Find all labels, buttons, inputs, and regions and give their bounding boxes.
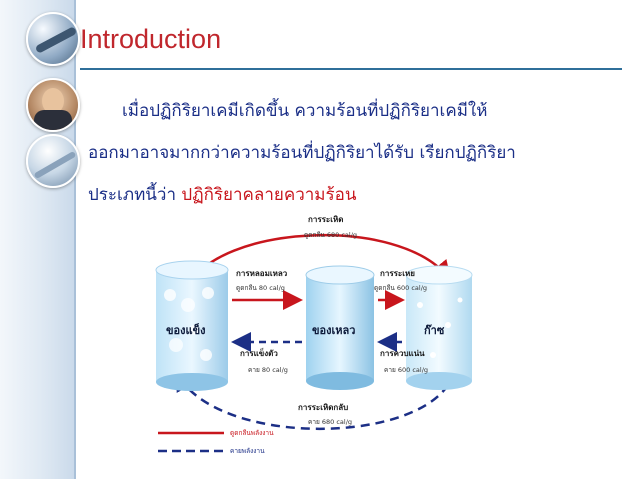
paragraph-line-3-prefix: ประเภทนี้ว่า: [88, 185, 182, 205]
paragraph-line-3: ประเภทนี้ว่า ปฏิกิริยาคลายความร้อน: [88, 174, 618, 216]
sublimation-energy: ดูดกลืน 680 cal/g: [304, 231, 358, 239]
legend-release-text: คายพลังงาน: [230, 447, 265, 455]
liquid-cylinder: [305, 265, 375, 390]
pen-photo-icon-2: [26, 134, 80, 188]
paragraph-line-1: เมื่อปฏิกิริยาเคมีเกิดขึ้น ความร้อนที่ปฏ…: [122, 101, 488, 121]
gas-state-label: ก๊าซ: [424, 324, 445, 337]
phase-change-diagram: การระเหิด ดูดกลืน 680 cal/g การหลอมเหลว …: [148, 205, 478, 463]
exothermic-reaction-term: ปฏิกิริยาคลายความร้อน: [181, 185, 357, 205]
deposition-energy: คาย 680 cal/g: [308, 418, 353, 426]
slide-title: Introduction: [80, 24, 222, 54]
person-photo-icon: [26, 78, 80, 132]
paragraph-line-2: ออกมาอาจมากกว่าความร้อนที่ปฏิกิริยาได้รั…: [88, 143, 516, 163]
liquid-state-label: ของเหลว: [312, 324, 356, 337]
intro-paragraph: เมื่อปฏิกิริยาเคมีเกิดขึ้น ความร้อนที่ปฏ…: [88, 90, 618, 216]
freezing-energy: คาย 80 cal/g: [248, 366, 288, 374]
legend-absorb-text: ดูดกลืนพลังงาน: [230, 429, 274, 437]
melting-energy: ดูดกลืน 80 cal/g: [236, 284, 285, 292]
gas-cylinder: [405, 265, 473, 390]
freezing-label: การแข็งตัว: [240, 349, 278, 358]
left-decorative-strip: [0, 0, 76, 479]
deposition-arrow: [175, 370, 450, 431]
evaporation-energy: ดูดกลืน 600 cal/g: [374, 284, 428, 292]
evaporation-label: การระเหย: [380, 269, 415, 278]
phase-diagram-graphics: [155, 233, 473, 453]
condensation-energy: คาย 600 cal/g: [384, 366, 429, 374]
sublimation-label: การระเหิด: [308, 215, 344, 224]
solid-cylinder: [155, 260, 229, 391]
condensation-label: การควบแน่น: [380, 349, 425, 358]
deposition-label: การระเหิดกลับ: [298, 403, 349, 412]
melting-label: การหลอมเหลว: [236, 269, 288, 278]
solid-state-label: ของแข็ง: [166, 324, 206, 337]
pen-photo-icon: [26, 12, 80, 66]
title-underline: [80, 68, 622, 70]
